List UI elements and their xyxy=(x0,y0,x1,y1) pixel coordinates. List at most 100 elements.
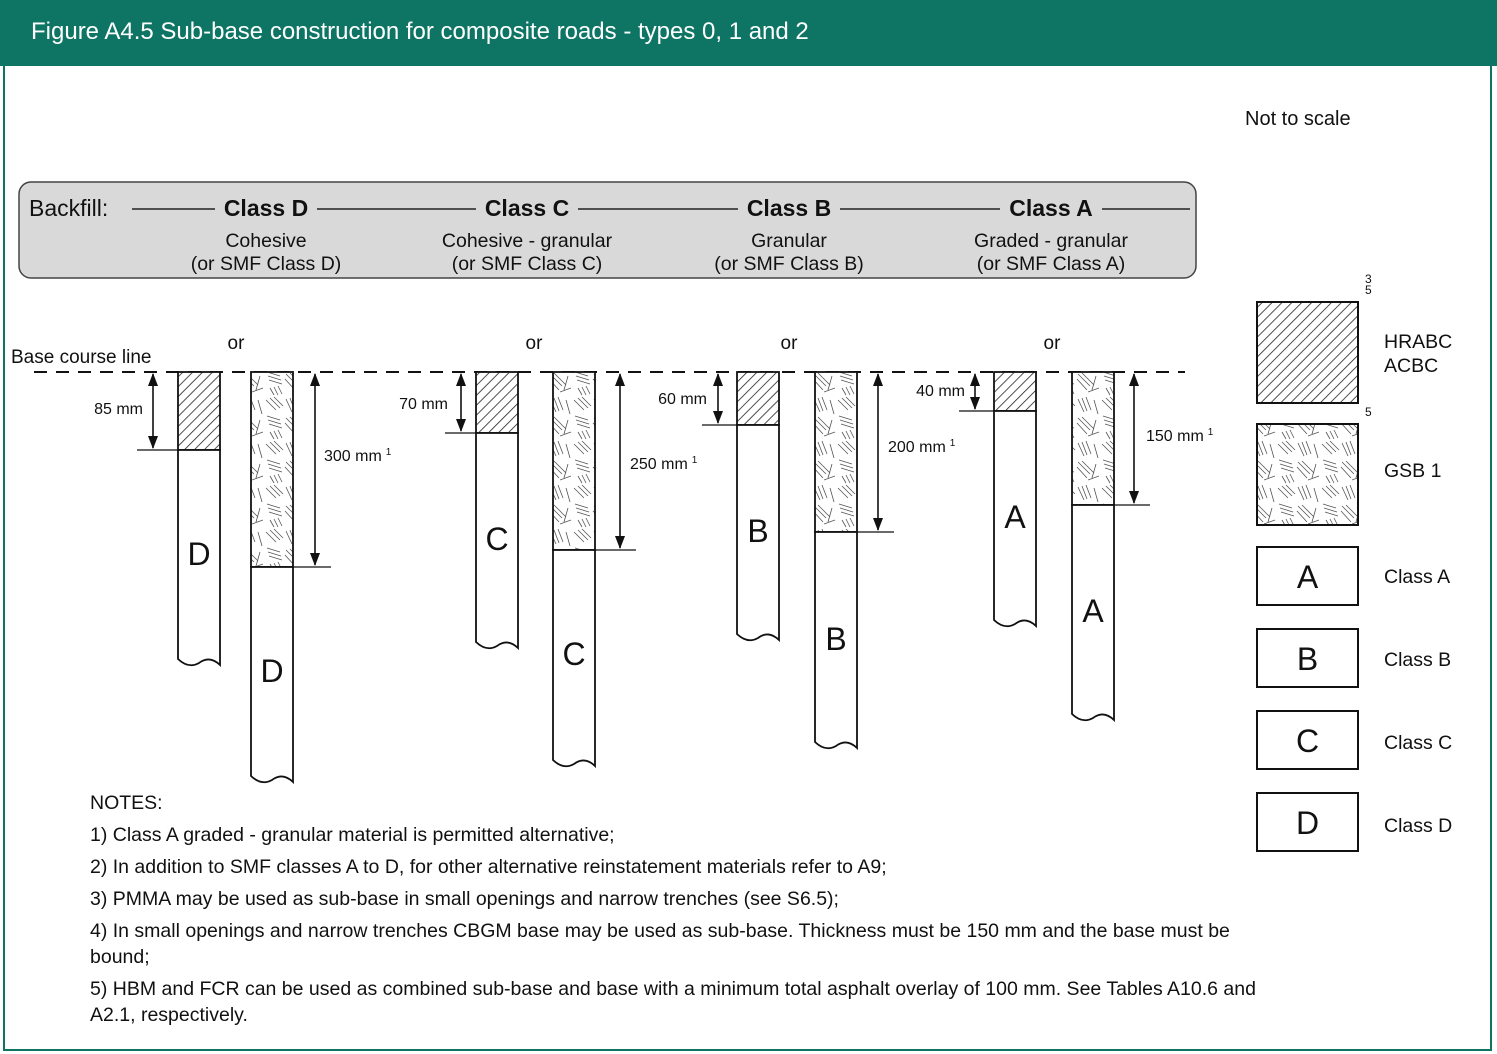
granular-thickness-note-ref: 1 xyxy=(692,455,698,466)
granular-option-class-letter: B xyxy=(825,621,846,657)
legend-symbol: B xyxy=(1297,641,1318,677)
bound-thickness-label: 70 mm xyxy=(399,396,448,413)
base-course-label: Base course line xyxy=(11,347,151,368)
bound-thickness-label: 60 mm xyxy=(658,391,707,408)
backfill-label: Backfill: xyxy=(29,195,108,221)
class-description: Graded - granular xyxy=(974,230,1128,252)
bound-thickness-arrow-head-bottom xyxy=(148,436,158,449)
granular-thickness-arrow-head-top xyxy=(310,373,320,386)
legend-swatch xyxy=(1256,423,1359,526)
legend-label: GSB 1 xyxy=(1384,460,1441,482)
class-heading-bg xyxy=(476,192,578,222)
granular-option-backfill-column xyxy=(814,531,858,751)
class-heading: Class D xyxy=(224,195,308,221)
class-description: Cohesive xyxy=(225,230,306,252)
notes-section: NOTES: 1) Class A graded - granular mate… xyxy=(90,790,1270,1034)
note-3: 3) PMMA may be used as sub-base in small… xyxy=(90,888,839,910)
granular-thickness-arrow-head-top xyxy=(873,373,883,386)
figure-title: Figure A4.5 Sub-base construction for co… xyxy=(31,18,809,45)
granular-option-backfill-column xyxy=(250,566,294,785)
bound-option-backfill-column xyxy=(993,410,1037,629)
class-description: Granular xyxy=(751,230,827,252)
or-label: or xyxy=(781,333,799,354)
legend-swatch xyxy=(1256,792,1359,852)
bound-thickness-arrow-head-top xyxy=(970,373,980,386)
legend-label: Class A xyxy=(1384,566,1450,588)
granular-option-sub-base-layer xyxy=(1071,371,1115,506)
or-label: or xyxy=(228,333,246,354)
legend-note-ref: 5 xyxy=(1365,405,1372,419)
bound-option-sub-base-layer xyxy=(736,371,780,426)
bound-option-backfill-column xyxy=(475,432,519,651)
bound-thickness-arrow-head-bottom xyxy=(456,419,466,432)
bound-option-class-letter: D xyxy=(187,536,210,572)
class-heading-bg xyxy=(1000,192,1102,222)
bound-thickness-arrow-head-bottom xyxy=(713,411,723,424)
bound-thickness-arrow-head-top xyxy=(148,373,158,386)
class-alt-description: (or SMF Class C) xyxy=(452,253,603,275)
granular-thickness-note-ref: 1 xyxy=(386,447,392,458)
legend-swatch xyxy=(1256,710,1359,770)
class-heading: Class A xyxy=(1009,195,1093,221)
legend-swatch xyxy=(1256,301,1359,404)
granular-option-class-letter: C xyxy=(562,636,585,672)
granular-option-sub-base-layer xyxy=(250,371,294,568)
granular-option-sub-base-layer xyxy=(814,371,858,533)
granular-thickness-arrow-head-bottom xyxy=(1129,491,1139,504)
note-5: 5) HBM and FCR can be used as combined s… xyxy=(90,978,1256,1026)
title-bar: Figure A4.5 Sub-base construction for co… xyxy=(0,0,1497,66)
scale-note: Not to scale xyxy=(1245,108,1351,130)
granular-thickness-arrow-head-top xyxy=(1129,373,1139,386)
bound-thickness-arrow-head-bottom xyxy=(970,397,980,410)
class-alt-description: (or SMF Class A) xyxy=(977,253,1125,275)
granular-option-sub-base-layer xyxy=(552,371,596,551)
legend-symbol: A xyxy=(1297,559,1319,595)
notes-heading: NOTES: xyxy=(90,792,163,814)
class-heading: Class C xyxy=(485,195,569,221)
bound-thickness-label: 40 mm xyxy=(916,383,965,400)
legend-note-ref: 5 xyxy=(1365,283,1372,297)
bound-option-sub-base-layer xyxy=(993,371,1037,412)
granular-thickness-arrow-head-bottom xyxy=(615,536,625,549)
note-1: 1) Class A graded - granular material is… xyxy=(90,824,615,846)
bound-option-sub-base-layer xyxy=(177,371,221,451)
legend-note-ref: 3 xyxy=(1365,272,1372,286)
bound-option-class-letter: A xyxy=(1004,499,1026,535)
bound-option-backfill-column xyxy=(177,449,221,668)
bound-option-sub-base-layer xyxy=(475,371,519,434)
class-heading-bg xyxy=(738,192,840,222)
granular-thickness-note-ref: 1 xyxy=(950,438,956,449)
granular-thickness-arrow-head-top xyxy=(615,373,625,386)
legend-swatch xyxy=(1256,546,1359,606)
legend-label: ACBC xyxy=(1384,355,1438,377)
legend-swatch xyxy=(1256,628,1359,688)
bound-option-backfill-column xyxy=(736,424,780,643)
legend-symbol: D xyxy=(1296,805,1319,841)
granular-thickness-arrow-head-bottom xyxy=(873,518,883,531)
granular-thickness-arrow-head-bottom xyxy=(310,553,320,566)
or-label: or xyxy=(526,333,544,354)
legend-label: Class B xyxy=(1384,649,1451,671)
bound-option-class-letter: C xyxy=(485,521,508,557)
legend-label: Class C xyxy=(1384,732,1452,754)
bound-thickness-arrow-head-top xyxy=(713,373,723,386)
granular-option-backfill-column xyxy=(552,549,596,769)
granular-option-class-letter: A xyxy=(1082,593,1104,629)
or-label: or xyxy=(1044,333,1062,354)
granular-thickness-note-ref: 1 xyxy=(1208,427,1214,438)
legend-symbol: C xyxy=(1296,723,1319,759)
note-2: 2) In addition to SMF classes A to D, fo… xyxy=(90,856,887,878)
class-alt-description: (or SMF Class B) xyxy=(714,253,864,275)
class-description: Cohesive - granular xyxy=(442,230,613,252)
class-alt-description: (or SMF Class D) xyxy=(191,253,342,275)
bound-thickness-arrow-head-top xyxy=(456,373,466,386)
granular-option-backfill-column xyxy=(1071,504,1115,723)
bound-thickness-label: 85 mm xyxy=(94,401,143,418)
class-heading: Class B xyxy=(747,195,831,221)
legend-label: HRABC xyxy=(1384,331,1452,353)
